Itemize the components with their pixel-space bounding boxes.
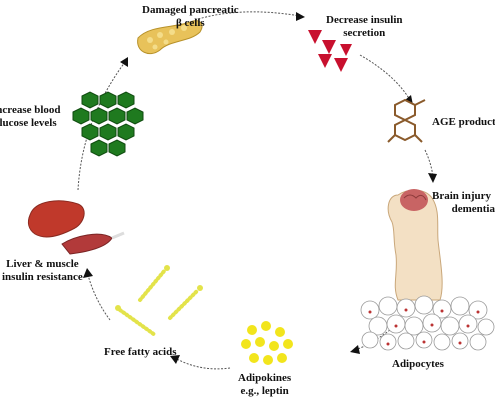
arrowhead — [296, 12, 305, 21]
label-adipokines-line1: Adipokines — [238, 372, 292, 384]
label-brain-injury-line1: Brain injury — [432, 190, 491, 202]
label-brain-injury: Brain injury dementia — [432, 190, 495, 216]
label-decrease-insulin: Decrease insulin secretion — [326, 14, 403, 40]
adipocyte-nuclei — [368, 308, 480, 346]
cycle-arrowheads — [83, 12, 437, 364]
adipocytes-icon — [360, 295, 495, 351]
label-adipokines: Adipokines e.g., leptin — [238, 372, 291, 398]
label-liver-muscle: Liver & muscle insulin resistance — [2, 258, 83, 284]
label-decrease-insulin-line2: secretion — [343, 27, 386, 39]
label-damaged-cells-line2: β cells — [175, 17, 205, 29]
label-adipocytes-text: Adipocytes — [392, 358, 444, 370]
label-liver-muscle-line1: Liver & muscle — [6, 258, 79, 270]
pancreas-icon — [137, 20, 203, 54]
insulin-triangles-icon — [308, 30, 352, 72]
glucose-hexagons-icon — [72, 91, 144, 157]
arrowhead — [428, 173, 437, 183]
label-blood-glucose-line1: Increase blood — [0, 104, 61, 116]
fatty-acid-heads — [115, 265, 203, 311]
age-molecule-icon — [387, 98, 426, 143]
label-damaged-cells-line1: Damaged pancreatic — [142, 4, 239, 16]
adipokines-icon — [241, 321, 293, 365]
label-brain-injury-line2: dementia — [451, 203, 495, 215]
arrowhead — [170, 355, 180, 364]
label-age-product-text: AGE product — [432, 116, 495, 128]
label-adipocytes: Adipocytes — [392, 358, 444, 371]
arrowhead — [350, 345, 360, 354]
label-blood-glucose: Increase blood glucose levels — [0, 104, 66, 130]
brain-body-icon — [387, 189, 443, 301]
arrowhead — [120, 57, 128, 67]
label-free-fatty-acids-text: Free fatty acids — [104, 346, 177, 358]
liver-muscle-icon — [27, 200, 125, 255]
label-blood-glucose-line2: glucose levels — [0, 117, 57, 129]
label-damaged-cells: Damaged pancreatic β cells — [142, 4, 239, 30]
arrowhead — [83, 268, 93, 278]
cycle-ring — [77, 11, 434, 370]
label-liver-muscle-line2: insulin resistance — [2, 271, 83, 283]
fatty-acids-icon — [118, 268, 200, 337]
label-age-product: AGE product — [432, 116, 495, 129]
label-adipokines-line2: e.g., leptin — [240, 385, 289, 397]
label-decrease-insulin-line1: Decrease insulin — [326, 14, 403, 26]
label-free-fatty-acids: Free fatty acids — [104, 346, 177, 359]
